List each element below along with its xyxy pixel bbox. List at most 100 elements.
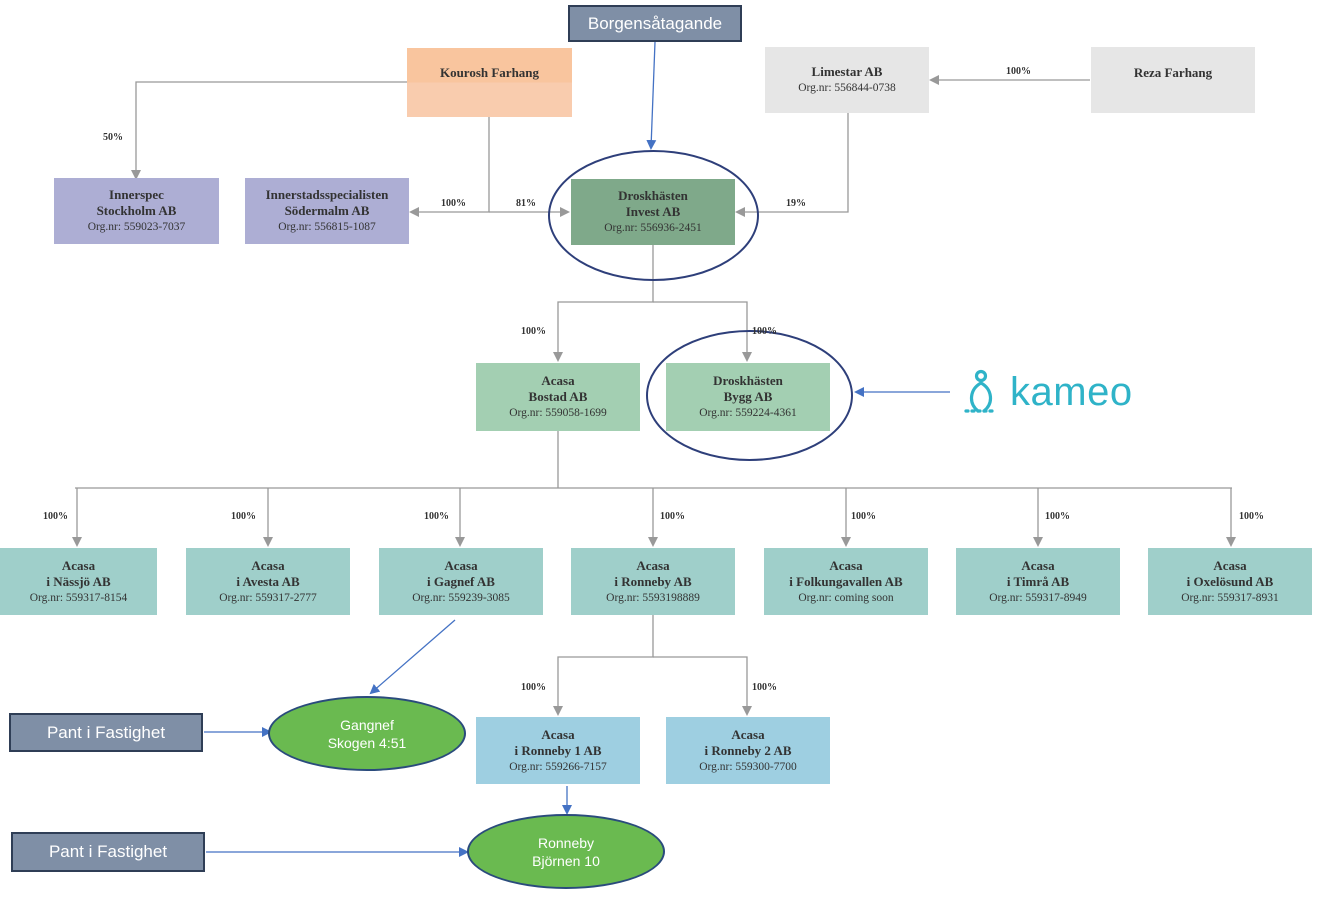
company-oxelosund-name1: Acasa — [1213, 557, 1247, 573]
company-nassjo-org: Org.nr: 559317-8154 — [29, 591, 128, 604]
kameo-logo: kameo — [958, 366, 1158, 418]
company-ronneby: Acasa i Ronneby AB Org.nr: 5593198889 — [571, 548, 735, 615]
owner-kourosh-name: Kourosh Farhang — [439, 65, 540, 80]
property-gagnef: Gangnef Skogen 4:51 — [268, 696, 466, 771]
company-ronneby2-org: Org.nr: 559300-7700 — [699, 760, 797, 773]
pct-bostad-ronneby: 100% — [660, 511, 685, 522]
company-ronneby1-name1: Acasa — [541, 726, 575, 742]
arrow-guarantee-invest — [646, 41, 657, 150]
company-folkungavallen: Acasa i Folkungavallen AB Org.nr: coming… — [764, 548, 928, 615]
connector-kourosh-innerspec — [131, 81, 407, 180]
pct-ronneby-r1: 100% — [521, 682, 546, 693]
pct-kourosh-innerstad: 100% — [441, 198, 466, 209]
pct-limestar-invest: 19% — [786, 198, 806, 209]
company-gagnef-name2: i Gagnef AB — [427, 573, 495, 589]
connector-ronneby-r1 — [553, 615, 654, 716]
company-gagnef-org: Org.nr: 559239-3085 — [412, 591, 510, 604]
pledge-label-2-text: Pant i Fastighet — [48, 842, 168, 861]
pct-bostad-oxelosund: 100% — [1239, 511, 1264, 522]
company-bygg-name2: Bygg AB — [723, 389, 773, 404]
highlight-ring-invest — [548, 150, 759, 281]
owner-kourosh: Kourosh Farhang — [407, 48, 572, 117]
company-innerspec-org: Org.nr: 559023-7037 — [87, 221, 186, 233]
company-avesta-org: Org.nr: 559317-2777 — [219, 591, 317, 604]
company-timra-name2: i Timrå AB — [1006, 573, 1070, 589]
owner-limestar-org: Org.nr: 556844-0738 — [798, 82, 896, 94]
company-innerstad-org: Org.nr: 556815-1087 — [278, 221, 376, 233]
company-bostad-name2: Bostad AB — [528, 389, 588, 404]
company-avesta-name1: Acasa — [251, 557, 285, 573]
pct-reza-limestar: 100% — [1006, 66, 1031, 77]
company-ronneby2: Acasa i Ronneby 2 AB Org.nr: 559300-7700 — [666, 717, 830, 784]
company-ronneby2-name1: Acasa — [731, 726, 765, 742]
company-bygg-org: Org.nr: 559224-4361 — [699, 407, 797, 419]
pct-bostad-timra: 100% — [1045, 511, 1070, 522]
company-bostad-org: Org.nr: 559058-1699 — [509, 407, 607, 419]
owner-reza-name: Reza Farhang — [1133, 65, 1213, 80]
company-bygg-name1: Droskhästen — [713, 373, 783, 388]
company-innerspec-name2: Stockholm AB — [96, 203, 177, 218]
guarantee-label-text: Borgensåtagande — [587, 13, 723, 33]
company-innerstad-name2: Södermalm AB — [284, 203, 370, 218]
company-ronneby-org: Org.nr: 5593198889 — [606, 591, 700, 604]
company-acasa-bostad: Acasa Bostad AB Org.nr: 559058-1699 — [476, 363, 640, 431]
property-ronneby-line1: Ronneby — [537, 834, 595, 851]
property-ronneby-line2: Björnen 10 — [532, 852, 600, 869]
company-avesta: Acasa i Avesta AB Org.nr: 559317-2777 — [186, 548, 350, 615]
pct-kourosh-invest: 81% — [516, 198, 536, 209]
company-ronneby1: Acasa i Ronneby 1 AB Org.nr: 559266-7157 — [476, 717, 640, 784]
company-gagnef-name1: Acasa — [444, 557, 478, 573]
pledge-label-1-text: Pant i Fastighet — [46, 722, 166, 742]
company-nassjo: Acasa i Nässjö AB Org.nr: 559317-8154 — [0, 548, 157, 615]
highlight-ring-bygg — [646, 330, 853, 461]
company-oxelosund: Acasa i Oxelösund AB Org.nr: 559317-8931 — [1148, 548, 1312, 615]
connector-bostad-bus — [75, 431, 1232, 489]
company-folkungavallen-name2: i Folkungavallen AB — [789, 573, 903, 589]
company-droskhasten-bygg: Droskhästen Bygg AB Org.nr: 559224-4361 — [666, 363, 830, 431]
property-gagnef-line2: Skogen 4:51 — [327, 734, 407, 751]
owner-limestar-name: Limestar AB — [811, 64, 883, 79]
pct-bostad-nassjo: 100% — [43, 511, 68, 522]
company-nassjo-name1: Acasa — [61, 557, 96, 573]
connector-limestar-invest — [735, 113, 849, 217]
property-gagnef-line1: Gangnef — [340, 716, 394, 733]
company-oxelosund-org: Org.nr: 559317-8931 — [1181, 591, 1279, 604]
pct-invest-bostad: 100% — [521, 326, 546, 337]
company-ronneby1-name2: i Ronneby 1 AB — [514, 742, 602, 758]
pct-kourosh-innerspec: 50% — [103, 132, 123, 143]
company-oxelosund-name2: i Oxelösund AB — [1186, 573, 1274, 589]
company-timra: Acasa i Timrå AB Org.nr: 559317-8949 — [956, 548, 1120, 615]
pct-bostad-folkungavallen: 100% — [851, 511, 876, 522]
company-invest-org: Org.nr: 556936-2451 — [604, 222, 702, 234]
company-folkungavallen-name1: Acasa — [829, 557, 863, 573]
company-bostad-name1: Acasa — [541, 373, 575, 388]
company-ronneby1-org: Org.nr: 559266-7157 — [509, 760, 607, 773]
company-innerspec-name1: Innerspec — [109, 187, 164, 202]
company-nassjo-name2: i Nässjö AB — [46, 573, 111, 589]
company-timra-name1: Acasa — [1021, 557, 1055, 573]
guarantee-label: Borgensåtagande — [568, 5, 742, 42]
kameo-logo-icon — [964, 369, 998, 413]
company-ronneby-name1: Acasa — [636, 557, 670, 573]
company-folkungavallen-org: Org.nr: coming soon — [798, 591, 894, 604]
company-droskhasten-invest: Droskhästen Invest AB Org.nr: 556936-245… — [571, 179, 735, 245]
company-ronneby2-name2: i Ronneby 2 AB — [704, 742, 792, 758]
company-invest-name2: Invest AB — [625, 204, 681, 219]
kameo-logo-text: kameo — [1010, 369, 1133, 414]
pct-ronneby-r2: 100% — [752, 682, 777, 693]
company-innerstad-name1: Innerstadsspecialisten — [265, 187, 389, 202]
pct-bostad-avesta: 100% — [231, 511, 256, 522]
company-gagnef: Acasa i Gagnef AB Org.nr: 559239-3085 — [379, 548, 543, 615]
property-ronneby: Ronneby Björnen 10 — [467, 814, 665, 889]
arrow-gagnef-property — [369, 619, 456, 695]
connector-ronneby-r2 — [653, 656, 752, 716]
owner-reza: Reza Farhang — [1091, 47, 1255, 113]
company-timra-org: Org.nr: 559317-8949 — [989, 591, 1087, 604]
company-ronneby-name2: i Ronneby AB — [614, 573, 692, 589]
pct-invest-bygg: 100% — [752, 326, 777, 337]
owner-limestar: Limestar AB Org.nr: 556844-0738 — [765, 47, 929, 113]
company-invest-name1: Droskhästen — [618, 188, 688, 203]
company-innerspec: Innerspec Stockholm AB Org.nr: 559023-70… — [54, 178, 219, 244]
pct-bostad-gagnef: 100% — [424, 511, 449, 522]
